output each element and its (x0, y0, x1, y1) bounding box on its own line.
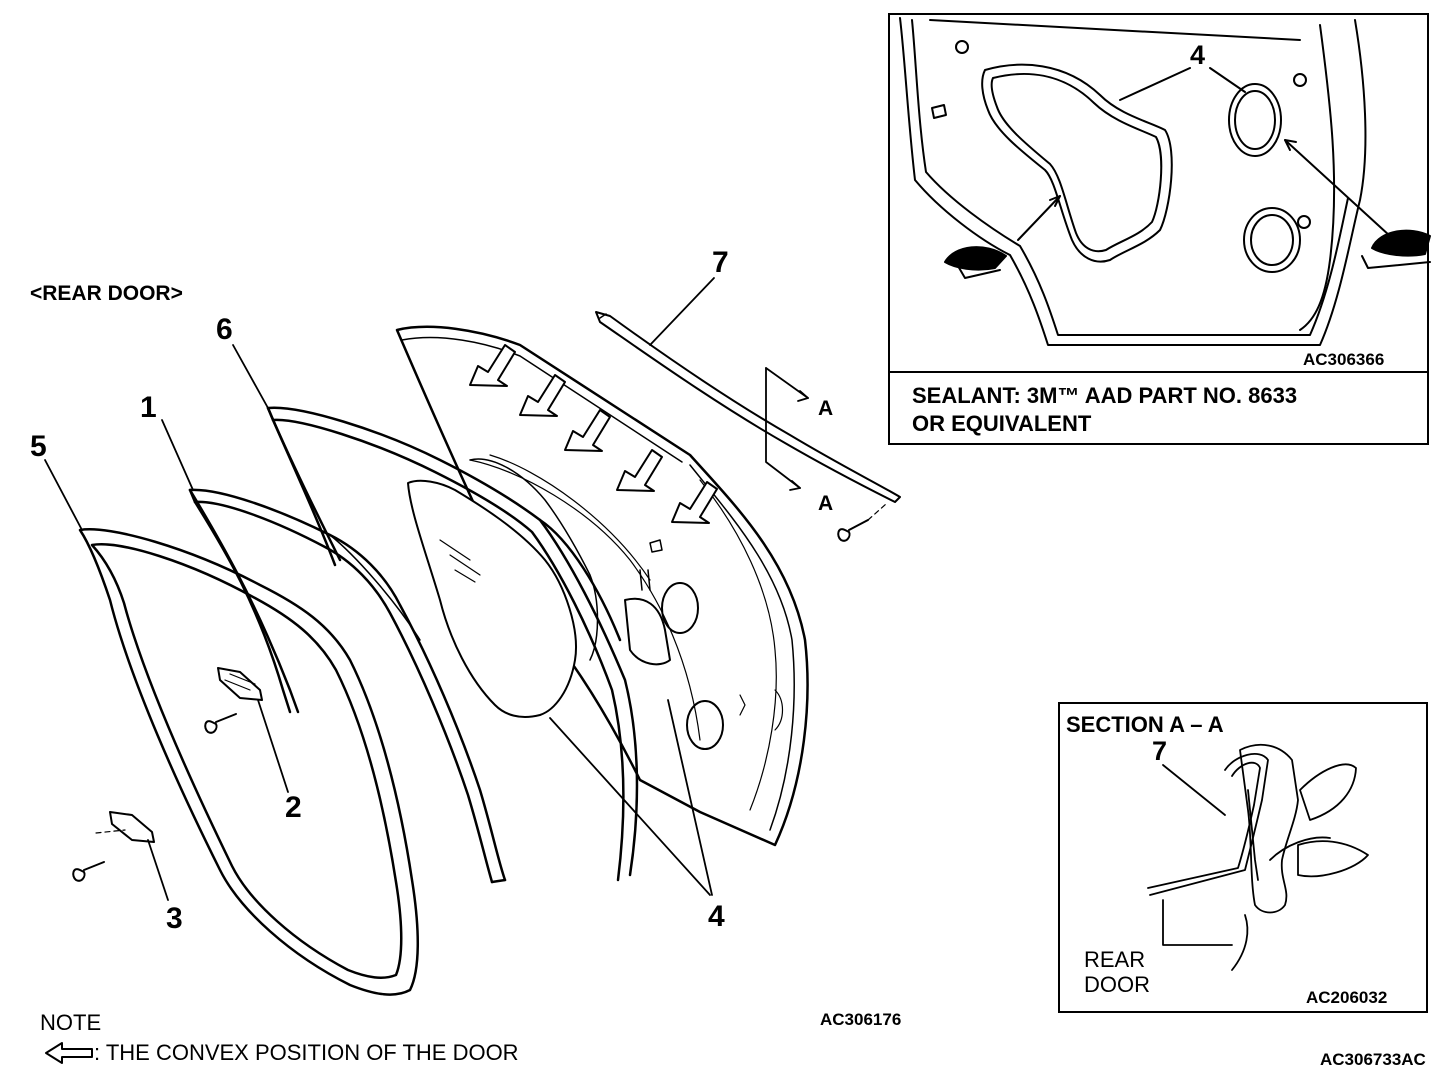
section-mark-a-bottom: A (818, 492, 834, 515)
clips-and-screws (72, 503, 887, 882)
inset-sealant-artwork (899, 17, 1431, 346)
callout-3: 3 (166, 902, 183, 935)
callout-1: 1 (140, 391, 157, 424)
note-heading: NOTE (40, 1010, 102, 1035)
section-label-rear: REAR (1084, 947, 1146, 972)
callout-4: 4 (708, 900, 725, 933)
window-weatherstrip-7 (595, 311, 901, 503)
sealant-sheet (407, 458, 599, 718)
inset-sealant-code: AC306366 (1303, 350, 1385, 369)
section-label-door: DOOR (1084, 972, 1150, 997)
weatherstrip-1 (188, 488, 507, 884)
section-callout-7: 7 (1152, 736, 1168, 766)
inset-section-artwork (1147, 743, 1369, 971)
callout-7: 7 (712, 246, 729, 279)
note-text: : THE CONVEX POSITION OF THE DOOR (94, 1040, 519, 1065)
convex-arrows (469, 344, 718, 524)
callout-5: 5 (30, 430, 47, 463)
overall-figure-code: AC306733AC (1320, 1050, 1426, 1069)
sealant-spec-line2: OR EQUIVALENT (912, 411, 1092, 436)
section-indicator (765, 367, 809, 491)
section-mark-a-top: A (818, 397, 834, 420)
leader-lines (44, 277, 715, 901)
inset-sealant-callout-4: 4 (1190, 40, 1206, 70)
weatherstrip-5 (78, 528, 420, 996)
callout-6: 6 (216, 313, 233, 346)
section-title: SECTION A – A (1066, 712, 1224, 737)
convex-arrow-icon (45, 1042, 93, 1064)
callout-2: 2 (285, 791, 302, 824)
sealant-spec-line1: SEALANT: 3M™ AAD PART NO. 8633 (912, 383, 1298, 408)
section-code: AC206032 (1306, 988, 1388, 1007)
inset-sealant-frame (888, 13, 1429, 445)
inset-section-frame (1058, 702, 1428, 1013)
main-figure-code: AC306176 (820, 1010, 902, 1029)
inset-sealant-divider (888, 371, 1429, 373)
note-line: : THE CONVEX POSITION OF THE DOOR (44, 1040, 519, 1066)
diagram-title: <REAR DOOR> (30, 282, 183, 305)
